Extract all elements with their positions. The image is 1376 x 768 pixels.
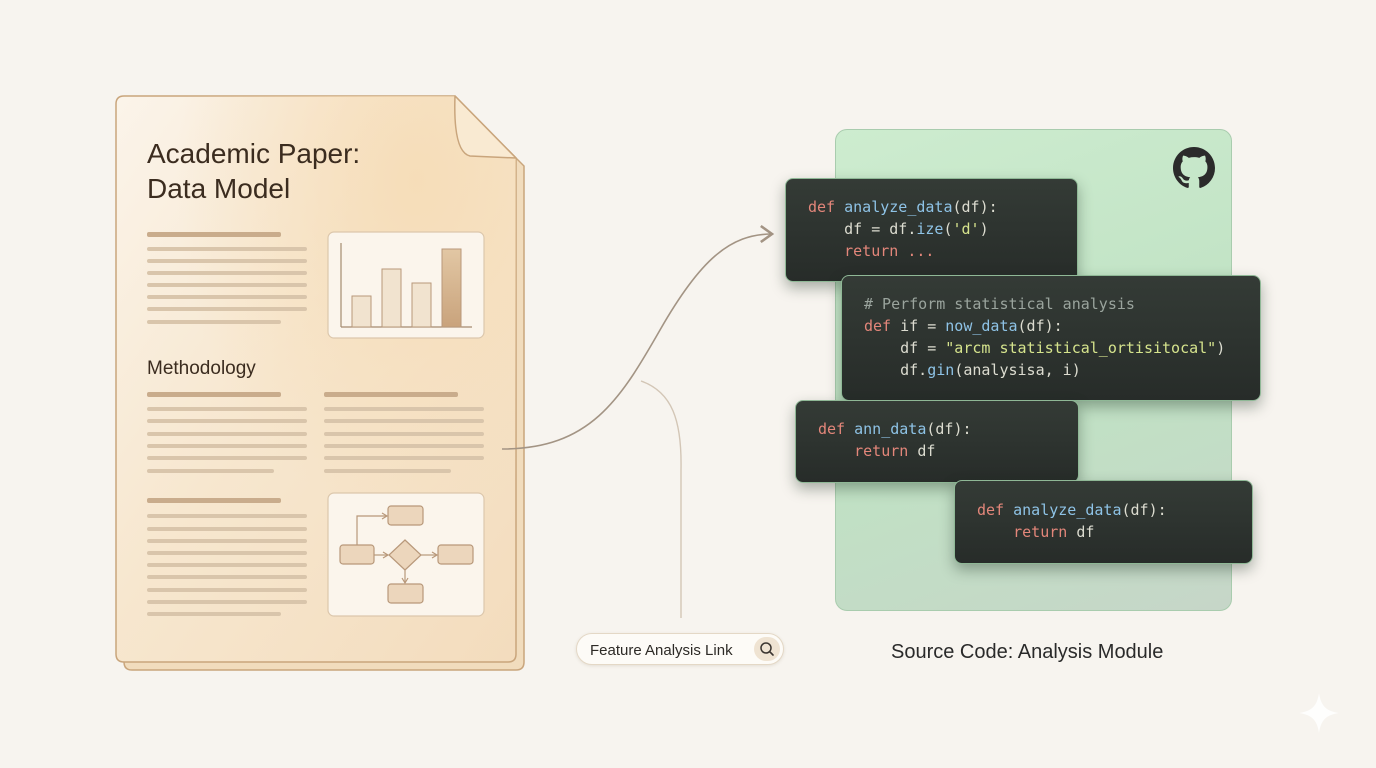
code-token: ann_data <box>854 420 927 438</box>
code-snippet[interactable]: def analyze_data(df): return df <box>954 480 1253 564</box>
link-label: Feature Analysis Link <box>590 642 733 659</box>
code-line: def if = now_data(df): <box>864 315 1260 337</box>
code-token: analyze_data <box>1013 501 1122 519</box>
code-token: df. <box>864 361 928 379</box>
feature-analysis-link[interactable]: Feature Analysis Link <box>576 633 784 665</box>
search-button[interactable] <box>754 637 780 661</box>
flowchart-figure <box>327 492 485 617</box>
code-token: return <box>977 523 1068 541</box>
connector-line-to-link <box>640 380 682 618</box>
code-line: return ... <box>808 240 1077 262</box>
code-token: (df): <box>926 420 972 438</box>
paper-title-line-1: Academic Paper: <box>147 138 361 169</box>
code-line: return df <box>977 521 1252 543</box>
code-snippet[interactable]: def analyze_data(df): df = df.ize('d') r… <box>785 178 1078 282</box>
code-token: df = df. <box>808 220 917 238</box>
code-token: gin <box>927 361 955 379</box>
code-token: (df): <box>1017 317 1063 335</box>
code-caption: Source Code: Analysis Module <box>891 641 1164 663</box>
bar-chart-figure <box>327 231 485 339</box>
code-token: analyze_data <box>844 198 953 216</box>
chart-bar <box>351 295 372 328</box>
code-token: def <box>864 317 901 335</box>
code-snippet[interactable]: # Perform statistical analysis def if = n… <box>841 275 1261 401</box>
code-token: ( <box>943 220 953 238</box>
code-token: ize <box>916 220 944 238</box>
flow-node <box>387 583 424 604</box>
paper-title-line-2: Data Model <box>147 173 291 204</box>
text-block-results <box>147 498 307 616</box>
code-line: return df <box>818 440 1078 462</box>
code-token: ) <box>979 220 989 238</box>
code-token: df <box>908 442 936 460</box>
connector-arrow <box>501 224 775 450</box>
code-line: def analyze_data(df): <box>977 499 1252 521</box>
chart-bar <box>381 268 402 328</box>
code-token: return <box>818 442 909 460</box>
code-token: 'd' <box>952 220 980 238</box>
flow-node <box>339 544 375 565</box>
code-token: def <box>818 420 855 438</box>
sparkle-icon <box>1299 693 1339 733</box>
code-token: (analysisa, i) <box>954 361 1081 379</box>
code-line: def analyze_data(df): <box>808 196 1077 218</box>
code-line: df = df.ize('d') <box>808 218 1077 240</box>
code-token: = <box>918 317 946 335</box>
section-heading: Methodology <box>147 358 256 379</box>
code-line: df = "arcm statistical_ortisitocal") <box>864 337 1260 359</box>
code-token: now_data <box>945 317 1018 335</box>
code-snippet[interactable]: def ann_data(df): return df <box>795 400 1079 483</box>
code-line: def ann_data(df): <box>818 418 1078 440</box>
code-token: def <box>808 198 845 216</box>
code-token: ) <box>1216 339 1226 357</box>
code-line: df.gin(analysisa, i) <box>864 359 1260 381</box>
chart-bar <box>441 248 462 328</box>
chart-bar <box>411 282 432 328</box>
code-line: # Perform statistical analysis <box>864 293 1260 315</box>
code-token: if <box>900 317 919 335</box>
code-token: "arcm statistical_ortisitocal" <box>945 339 1217 357</box>
code-token: df <box>1067 523 1095 541</box>
code-token: df = <box>864 339 946 357</box>
text-block-intro <box>147 232 307 324</box>
code-token: def <box>977 501 1014 519</box>
code-token: return ... <box>808 242 935 260</box>
search-icon <box>760 642 774 656</box>
github-icon[interactable] <box>1173 147 1215 189</box>
text-block-methodology-right <box>324 392 484 473</box>
code-token: # Perform statistical analysis <box>864 295 1135 313</box>
flow-node <box>437 544 474 565</box>
code-token: (df): <box>952 198 998 216</box>
flow-node <box>387 505 424 526</box>
code-token: (df): <box>1121 501 1167 519</box>
paper-title: Academic Paper: Data Model <box>147 136 360 206</box>
text-block-methodology-left <box>147 392 307 473</box>
